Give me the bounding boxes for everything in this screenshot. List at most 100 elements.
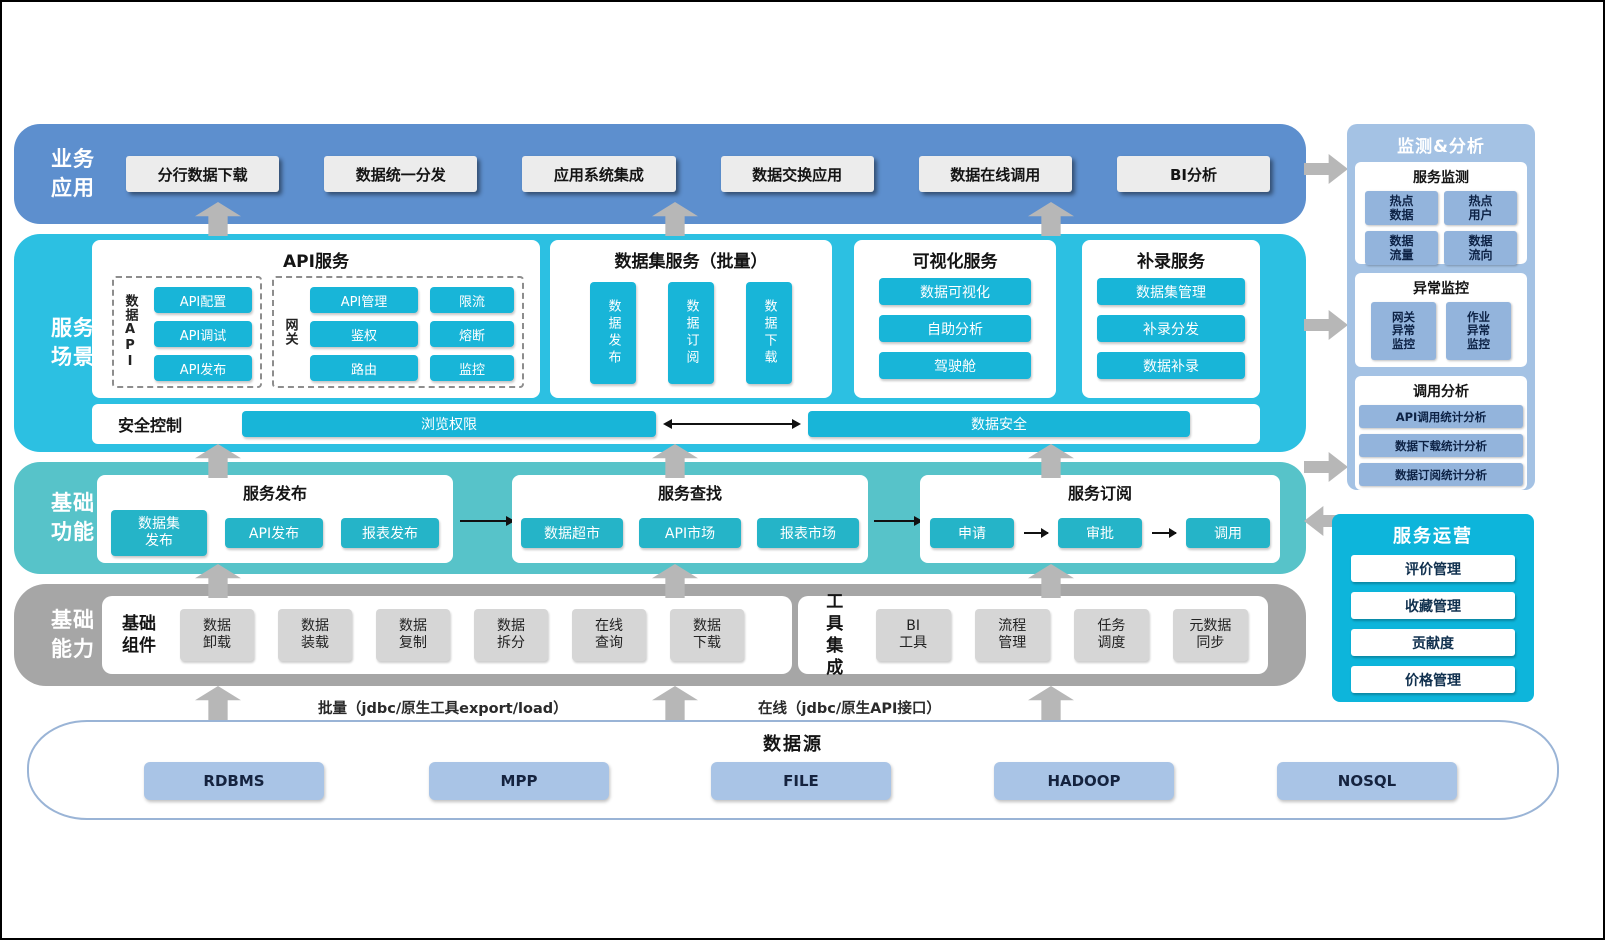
service-monitor-items: 热点 数据 热点 用户 数据 流量 数据 流向 xyxy=(1355,187,1527,269)
supplement-items: 数据集管理 补录分发 数据补录 xyxy=(1097,278,1245,379)
component-item: 数据 复制 xyxy=(376,609,450,661)
layer-label-scene: 服务 场景 xyxy=(51,315,95,369)
monitor-item: 热点 数据 xyxy=(1365,191,1438,225)
components-box: 基础 组件 数据 卸载 数据 装载 数据 复制 数据 拆分 在线 查询 数据 下… xyxy=(102,596,792,674)
search-items: 数据超市 API市场 报表市场 xyxy=(512,507,868,559)
component-item: 数据 卸载 xyxy=(180,609,254,661)
panel-service-operation: 服务运营 评价管理 收藏管理 贡献度 价格管理 xyxy=(1332,514,1534,702)
monitor-item: 热点 用户 xyxy=(1444,191,1517,225)
supplement-item: 补录分发 xyxy=(1097,315,1245,342)
security-browse-bar: 浏览权限 xyxy=(242,411,656,437)
api-item: API发布 xyxy=(154,355,252,381)
business-app-item: 应用系统集成 xyxy=(522,156,676,192)
call-analysis-section: 调用分析 API调用统计分析 数据下载统计分析 数据订阅统计分析 xyxy=(1355,376,1527,490)
exception-monitor-title: 异常监控 xyxy=(1413,281,1469,297)
service-subscribe-title: 服务订阅 xyxy=(1067,484,1132,503)
supplement-item: 数据集管理 xyxy=(1097,278,1245,305)
layer-label-basic-ability: 基础 能力 xyxy=(51,607,95,661)
call-analysis-title: 调用分析 xyxy=(1413,384,1469,400)
visual-item: 数据可视化 xyxy=(879,278,1031,305)
layer-business-apps: 业务 应用 分行数据下载 数据统一分发 应用系统集成 数据交换应用 数据在线调用… xyxy=(14,124,1306,224)
data-api-group: 数据API API配置 API调试 API发布 xyxy=(112,276,262,388)
up-arrow-icon xyxy=(195,686,241,720)
business-app-item: 数据统一分发 xyxy=(324,156,478,192)
business-app-item: BI分析 xyxy=(1116,156,1271,192)
components-label: 基础 组件 xyxy=(122,613,156,656)
up-arrow-icon xyxy=(1028,686,1074,720)
component-item: 数据 下载 xyxy=(670,609,744,661)
gateway-item: 鉴权 xyxy=(310,321,418,347)
layer-basic-function: 基础 功能 服务发布 数据集 发布 API发布 报表发布 服务查找 数据超市 A… xyxy=(14,462,1306,574)
monitor-item: 数据 流量 xyxy=(1365,231,1438,265)
api-service-title: API服务 xyxy=(283,252,349,272)
right-arrow-icon xyxy=(1304,310,1348,340)
gateway-item: API管理 xyxy=(310,287,418,313)
subscribe-item: 调用 xyxy=(1186,518,1270,548)
flow-arrow-icon xyxy=(874,516,923,526)
datasource-container: 数据源 RDBMS MPP FILE HADOOP NOSQL xyxy=(27,720,1559,820)
operation-item: 贡献度 xyxy=(1351,629,1515,656)
search-item: 数据超市 xyxy=(521,518,623,548)
datasource-item: FILE xyxy=(711,762,891,800)
api-item: API配置 xyxy=(154,287,252,313)
exception-monitor-items: 网关 异常 监控 作业 异常 监控 xyxy=(1355,298,1527,364)
gateway-item: 限流 xyxy=(430,287,514,313)
subscribe-items: 申请 审批 调用 xyxy=(920,507,1280,559)
datasource-item: RDBMS xyxy=(144,762,324,800)
monitor-item: 作业 异常 监控 xyxy=(1446,302,1511,360)
security-control-bar: 安全控制 浏览权限 数据安全 xyxy=(92,404,1260,444)
api-item: API调试 xyxy=(154,321,252,347)
monitor-panel-title: 监测&分析 xyxy=(1397,137,1485,157)
business-app-item: 分行数据下载 xyxy=(126,156,280,192)
call-analysis-items: API调用统计分析 数据下载统计分析 数据订阅统计分析 xyxy=(1355,401,1527,490)
gateway-label: 网关 xyxy=(282,318,298,346)
panel-monitor-analysis: 监测&分析 服务监测 热点 数据 热点 用户 数据 流量 数据 流向 异常监控 … xyxy=(1347,124,1535,490)
data-api-label: 数据API xyxy=(122,294,138,370)
dataset-service-box: 数据集服务（批量） 数据发布 数据订阅 数据下载 xyxy=(550,240,832,398)
datasource-item: MPP xyxy=(429,762,609,800)
visualization-items: 数据可视化 自助分析 驾驶舱 xyxy=(879,278,1031,379)
tool-item: 流程 管理 xyxy=(974,609,1050,661)
operation-item: 价格管理 xyxy=(1351,666,1515,693)
connector-label-online: 在线（jdbc/原生API接口） xyxy=(758,701,941,717)
visualization-service-box: 可视化服务 数据可视化 自助分析 驾驶舱 xyxy=(854,240,1056,398)
tool-item: 任务 调度 xyxy=(1073,609,1149,661)
tools-label: 工具 集成 xyxy=(826,591,844,679)
subscribe-item: 审批 xyxy=(1058,518,1142,548)
publish-item: API发布 xyxy=(225,518,323,548)
visual-item: 驾驶舱 xyxy=(879,352,1031,379)
operation-item: 评价管理 xyxy=(1351,555,1515,582)
gateway-item: 熔断 xyxy=(430,321,514,347)
api-service-box: API服务 数据API API配置 API调试 API发布 网关 API管理 限… xyxy=(92,240,540,398)
connector-label-batch: 批量（jdbc/原生工具export/load） xyxy=(318,701,568,717)
publish-item: 报表发布 xyxy=(341,518,439,548)
operation-panel-title: 服务运营 xyxy=(1393,526,1473,547)
tool-item: 元数据 同步 xyxy=(1172,609,1248,661)
service-publish-title: 服务发布 xyxy=(242,484,307,503)
monitor-item: 网关 异常 监控 xyxy=(1371,302,1436,360)
analysis-item: 数据下载统计分析 xyxy=(1359,434,1523,457)
gateway-items: API管理 限流 鉴权 熔断 路由 监控 xyxy=(310,287,514,381)
double-arrow-icon xyxy=(663,419,801,429)
flow-arrow-icon xyxy=(460,516,515,526)
datasource-title: 数据源 xyxy=(763,734,823,755)
component-item: 数据 装载 xyxy=(278,609,352,661)
search-item: 报表市场 xyxy=(757,518,859,548)
data-api-items: API配置 API调试 API发布 xyxy=(154,287,252,381)
publish-items: 数据集 发布 API发布 报表发布 xyxy=(97,507,453,559)
layer-label-business: 业务 应用 xyxy=(51,146,95,200)
publish-item: 数据集 发布 xyxy=(111,510,207,556)
service-monitor-title: 服务监测 xyxy=(1413,170,1469,186)
up-arrow-icon xyxy=(652,686,698,720)
supplement-service-title: 补录服务 xyxy=(1137,252,1205,272)
service-monitor-section: 服务监测 热点 数据 热点 用户 数据 流量 数据 流向 xyxy=(1355,162,1527,265)
layer-basic-ability: 基础 能力 基础 组件 数据 卸载 数据 装载 数据 复制 数据 拆分 在线 查… xyxy=(14,584,1306,686)
right-arrow-icon xyxy=(1304,154,1348,184)
business-app-item: 数据交换应用 xyxy=(720,156,874,192)
right-arrow-icon xyxy=(1304,452,1348,482)
security-control-title: 安全控制 xyxy=(118,416,183,435)
business-apps-row: 分行数据下载 数据统一分发 应用系统集成 数据交换应用 数据在线调用 BI分析 xyxy=(126,156,1271,192)
dataset-service-title: 数据集服务（批量） xyxy=(614,252,768,272)
service-publish-box: 服务发布 数据集 发布 API发布 报表发布 xyxy=(97,475,453,563)
